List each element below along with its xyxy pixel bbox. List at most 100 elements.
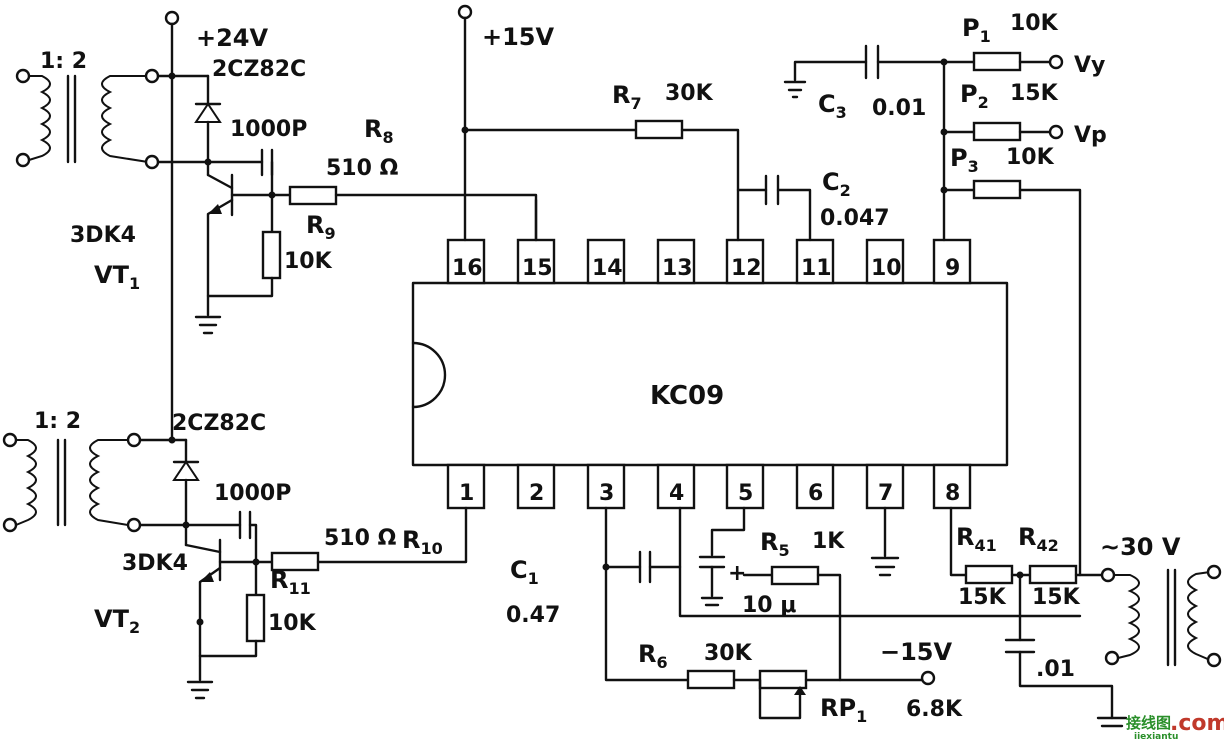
r41-value: 15K — [958, 585, 1007, 610]
c2-label: C2 — [822, 168, 851, 200]
pin-box-6 — [795, 463, 835, 510]
p1-resistor — [972, 51, 1022, 72]
pin-label-3: 3 — [599, 481, 614, 506]
p1-label: P1 — [962, 14, 991, 46]
pin-box-8 — [932, 463, 972, 510]
r6-value: 30K — [704, 641, 753, 666]
r41-resistor — [964, 564, 1014, 585]
kc09-ic: KC09 — [411, 281, 1009, 467]
p1-value: 10K — [1010, 11, 1059, 36]
r10-value: 510 Ω — [324, 526, 397, 551]
plus24-label: +24V — [196, 24, 269, 52]
r8-resistor — [288, 185, 338, 206]
ic-notch — [411, 341, 447, 409]
r5-value: 1K — [812, 529, 845, 554]
r7-value: 30K — [665, 81, 714, 106]
r7-label: R7 — [612, 81, 642, 113]
pin-box-11 — [795, 238, 835, 285]
pin-box-16 — [446, 238, 486, 285]
c1-value: 0.47 — [506, 603, 560, 628]
vy-terminal — [1048, 54, 1064, 70]
rp1-pot — [758, 669, 808, 690]
pin-box-2 — [516, 463, 556, 510]
plus-sign: + — [728, 561, 746, 586]
p2-value: 15K — [1010, 81, 1059, 106]
pin-label-11: 11 — [801, 256, 832, 281]
p3-label: P3 — [950, 144, 979, 176]
r9-label: R9 — [306, 211, 336, 243]
ac-terminal-bottom — [1104, 650, 1120, 666]
lower-trigger-stage: 1: 2 2CZ82C 1000P 510 Ω R10 — [2, 409, 468, 700]
c2-value: 0.047 — [820, 206, 890, 231]
plus15-rail: +15V R7 30K C2 0.047 — [457, 4, 890, 242]
plus24-terminal — [164, 10, 180, 26]
pin-label-2: 2 — [529, 481, 544, 506]
vp-label: Vp — [1074, 123, 1107, 148]
c1-label: C1 — [510, 556, 539, 588]
r8-label: R8 — [364, 115, 394, 147]
pin-label-4: 4 — [669, 481, 684, 506]
pin-label-14: 14 — [592, 256, 623, 281]
pin-label-5: 5 — [738, 481, 753, 506]
c3-label: C3 — [818, 90, 847, 122]
pin-label-13: 13 — [662, 256, 693, 281]
r42-label: R42 — [1018, 523, 1059, 555]
r42-value: 15K — [1032, 585, 1081, 610]
r9-resistor — [261, 230, 282, 280]
r7-resistor — [634, 119, 684, 140]
r9-value: 10K — [284, 249, 333, 274]
upper-trigger-stage: 1: 2 +24V 2CZ82C 1000P R8 510 Ω — [15, 10, 538, 442]
pin-box-12 — [725, 238, 765, 285]
cap-10u-label: 10 μ — [742, 593, 796, 618]
pin-label-16: 16 — [452, 256, 483, 281]
ic-top-pins: 16 15 14 13 12 11 10 9 — [446, 238, 972, 285]
r10-label: R10 — [402, 526, 443, 558]
upper-ratio: 1: 2 — [40, 49, 87, 74]
vy-label: Vy — [1074, 53, 1105, 78]
upper-cap-label: 1000P — [230, 117, 307, 142]
pin-label-9: 9 — [945, 256, 960, 281]
ac-terminal-top — [1100, 567, 1116, 583]
p3-value: 10K — [1006, 145, 1055, 170]
p3-resistor — [972, 179, 1022, 200]
pin-box-9 — [932, 238, 972, 285]
pin-label-7: 7 — [878, 481, 893, 506]
p2-label: P2 — [960, 80, 989, 112]
r6-label: R6 — [638, 640, 668, 672]
lower-diode-label: 2CZ82C — [172, 411, 266, 436]
minus15-label: −15V — [880, 638, 953, 666]
pin-label-10: 10 — [871, 256, 902, 281]
r11-value: 10K — [268, 611, 317, 636]
r11-resistor — [245, 593, 266, 643]
vt1-label: VT1 — [94, 261, 140, 293]
plus15-label: +15V — [482, 23, 555, 51]
pin-box-4 — [656, 463, 696, 510]
watermark: 接线图 .com jiexiantu — [1126, 711, 1224, 739]
pin-box-10 — [865, 238, 905, 285]
r6-resistor — [686, 669, 736, 690]
r8-value: 510 Ω — [326, 156, 399, 181]
r5-resistor — [770, 565, 820, 586]
lower-ratio: 1: 2 — [34, 409, 81, 434]
upper-transistor-type: 3DK4 — [70, 223, 136, 248]
lower-cap-label: 1000P — [214, 481, 291, 506]
pin-box-15 — [516, 238, 556, 285]
vp-terminal — [1048, 124, 1064, 140]
r5-label: R5 — [760, 528, 790, 560]
ic-name: KC09 — [650, 381, 724, 411]
c01-value: .01 — [1036, 657, 1075, 682]
minus15-terminal — [920, 670, 936, 686]
plus15-terminal — [457, 4, 473, 20]
lower-transistor-type: 3DK4 — [122, 551, 188, 576]
upper-diode-label: 2CZ82C — [212, 57, 306, 82]
pin-label-12: 12 — [731, 256, 762, 281]
watermark-tld: .com — [1170, 711, 1224, 736]
rp1-label: RP1 — [820, 694, 867, 726]
pin-label-8: 8 — [945, 481, 960, 506]
input-network: C3 0.01 P1 10K Vy P2 15K Vp P3 10K — [783, 11, 1107, 577]
pin-label-1: 1 — [459, 481, 474, 506]
p2-resistor — [972, 121, 1022, 142]
r11-label: R11 — [270, 566, 311, 598]
vt2-label: VT2 — [94, 605, 140, 637]
